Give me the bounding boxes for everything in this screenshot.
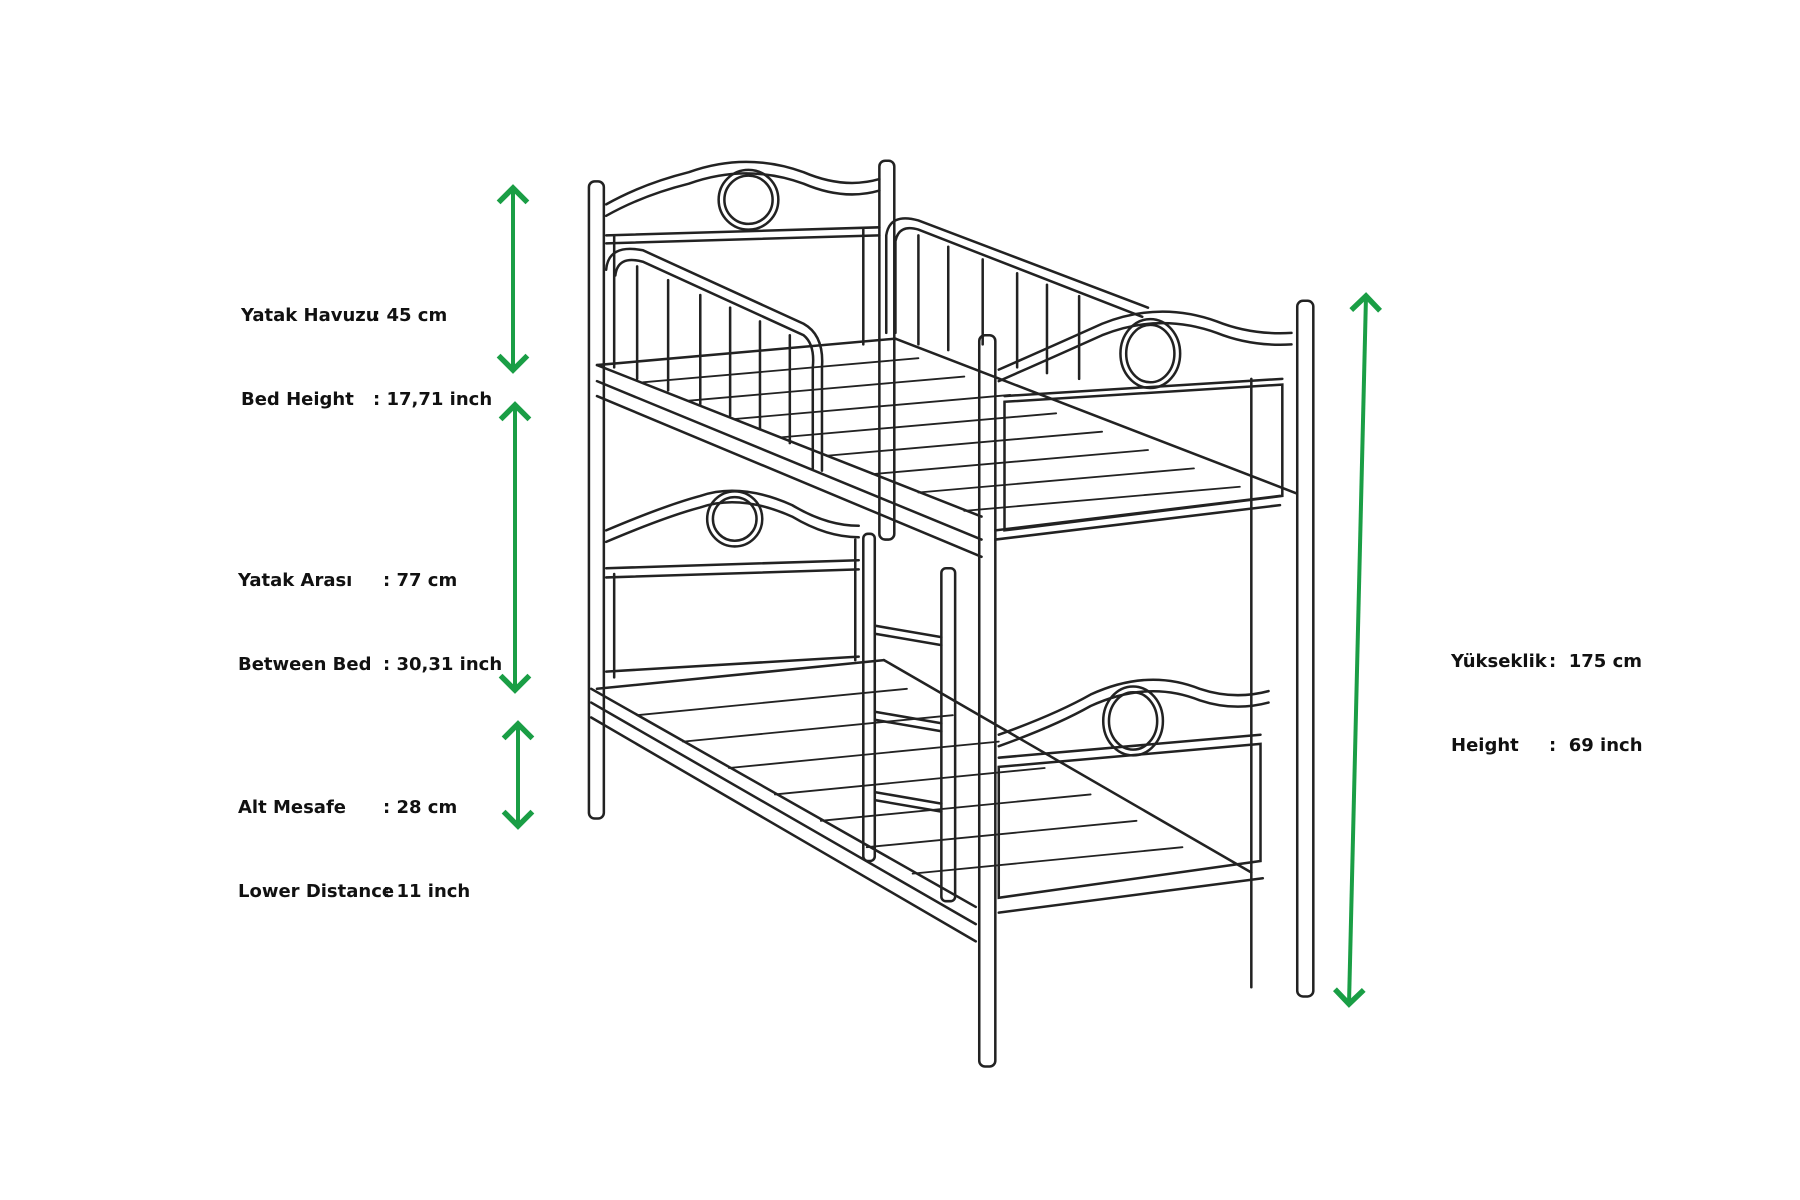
bed-height-label: Yatak Havuzu: 45 cm Bed Height: 17,71 in…: [241, 305, 493, 410]
upper-headboard: [604, 160, 881, 369]
upper-frame: [595, 337, 1299, 559]
lower-headboard: [604, 489, 860, 679]
posts: [587, 159, 1315, 1068]
lower-footboard: [997, 678, 1270, 914]
bed-drawing: [587, 159, 1315, 1068]
upper-slats: [641, 357, 1241, 512]
between-bed-label: Yatak Arası: 77 cm Between Bed: 30,31 in…: [238, 570, 503, 675]
upper-guard-rail-back: [884, 217, 1150, 381]
lower-distance-label: Alt Mesafe: 28 cm Lower Distance: 11 inc…: [238, 797, 471, 902]
upper-footboard: [997, 310, 1293, 532]
upper-guard-rail-left: [604, 247, 824, 472]
dimension-arrows: [496, 184, 1383, 1008]
total-height-label: Yükseklik: 175 cm Height: 69 inch: [1451, 651, 1643, 756]
total-height-arrow: [1332, 292, 1383, 1008]
